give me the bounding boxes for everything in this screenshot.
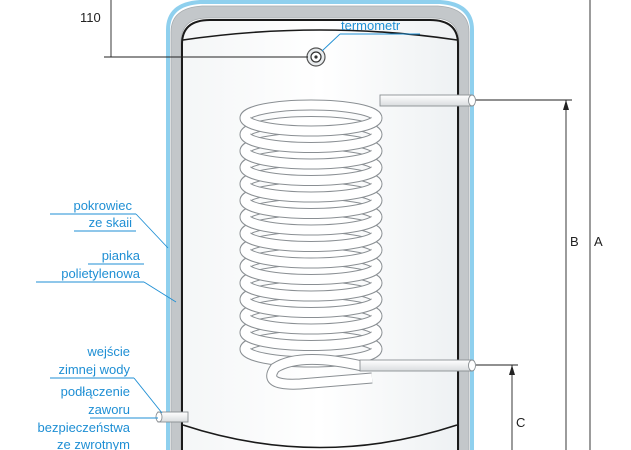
skai-cover-outline bbox=[166, 0, 474, 450]
termometr-leader bbox=[321, 33, 341, 52]
inlet-leader bbox=[133, 377, 163, 414]
coil-turn-front-inner bbox=[240, 281, 382, 301]
coil-turn-front-inner bbox=[240, 331, 382, 350]
coil-turn-front-inner bbox=[240, 314, 382, 334]
tank-bottom-dome bbox=[182, 424, 458, 449]
coil-turn-front-inner bbox=[240, 149, 382, 169]
dim-B-label: B bbox=[570, 234, 579, 249]
wejscie-label-1: wejście bbox=[86, 344, 130, 359]
wejscie-label-2: zimnej wody bbox=[58, 362, 130, 377]
coil-bottom-loop-inner bbox=[267, 355, 373, 389]
foam-layer bbox=[170, 5, 470, 450]
coil-outlet-pipe-upper bbox=[379, 94, 476, 107]
termometr-label: termometr bbox=[341, 18, 401, 33]
coil-turn-front-inner bbox=[240, 232, 382, 251]
coil-turn-front-inner bbox=[240, 166, 382, 185]
podlaczenie-label-4: ze zwrotnym bbox=[57, 437, 130, 450]
cold-water-inlet-pipe bbox=[155, 411, 189, 423]
pokrowiec-leader bbox=[135, 213, 169, 249]
dim-C-arrow bbox=[509, 365, 515, 375]
podlaczenie-label-1: podłączenie bbox=[61, 384, 130, 399]
coil-outlet-pipe-lower bbox=[359, 359, 476, 372]
heating-coil bbox=[239, 99, 383, 390]
coil-turn-front-inner bbox=[240, 248, 382, 268]
coil-turn-front-inner bbox=[240, 215, 382, 235]
dim-A-label: A bbox=[594, 234, 603, 249]
coil-turn-back-inner bbox=[240, 100, 382, 120]
coil-turn-front-inner bbox=[240, 182, 382, 202]
pianka-leader bbox=[143, 281, 177, 303]
thermometer-icon bbox=[306, 47, 326, 67]
podlaczenie-label-3: bezpieczeństwa bbox=[38, 420, 131, 435]
podlaczenie-label-2: zaworu bbox=[88, 402, 130, 417]
coil-turn-front-inner bbox=[240, 265, 382, 284]
pokrowiec-label-2: ze skaii bbox=[89, 215, 132, 230]
pianka-label-1: pianka bbox=[102, 248, 141, 263]
dim-B-arrow bbox=[563, 100, 569, 110]
dim-C-label: C bbox=[516, 415, 525, 430]
tank-top-dome bbox=[182, 29, 458, 41]
coil-turn-front-inner bbox=[240, 116, 382, 136]
pianka-label-2: polietylenowa bbox=[61, 266, 141, 281]
coil-turn-front-inner bbox=[240, 298, 382, 317]
dim-110-label: 110 bbox=[80, 10, 101, 25]
coil-turn-front-inner bbox=[240, 199, 382, 218]
coil-turn-front-inner bbox=[240, 133, 382, 152]
pokrowiec-label-1: pokrowiec bbox=[73, 198, 132, 213]
